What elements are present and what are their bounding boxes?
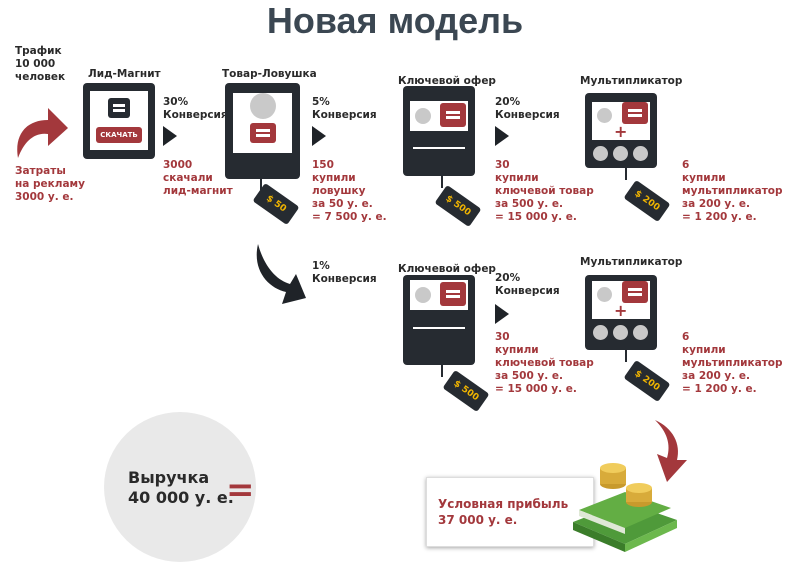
result-line: за 200 у. е. (682, 370, 751, 382)
expenses-line: 3000 у. е. (15, 191, 74, 203)
revenue-circle (104, 412, 256, 562)
key-offer-device (403, 275, 475, 365)
document-icon (108, 98, 130, 118)
price-tag: $ 200 (623, 179, 671, 223)
result-line: лид-магнит (163, 185, 233, 197)
trap-device (225, 83, 300, 179)
result-line: 3000 (163, 159, 193, 171)
curved-arrow-down-icon (655, 420, 687, 482)
conversion-label: Конверсия (312, 109, 377, 121)
conversion-label: Конверсия (312, 273, 377, 285)
conversion-label: Конверсия (163, 109, 228, 121)
traffic-line: человек (15, 71, 66, 83)
result-line: 6 (682, 331, 690, 343)
result-line: мультипликатор (682, 357, 783, 369)
conversion-percent: 30% (163, 96, 189, 108)
multiplier-device: + (585, 93, 657, 168)
revenue-value: 40 000 у. е. (128, 488, 234, 507)
result-line: = 15 000 у. е. (495, 211, 577, 223)
document-icon (440, 103, 466, 127)
result-line: 150 (312, 159, 334, 171)
arrow-right-icon (495, 126, 509, 146)
conversion-label: Конверсия (495, 285, 560, 297)
result-line: купили (495, 172, 539, 184)
conversion-percent: 20% (495, 272, 521, 284)
result-line: за 200 у. е. (682, 198, 751, 210)
result-line: мультипликатор (682, 185, 783, 197)
result-line: = 1 200 у. е. (682, 211, 757, 223)
trap-label: Товар-Ловушка (222, 68, 317, 80)
multiplier-label: Мультипликатор (580, 75, 683, 87)
result-line: купили (682, 172, 726, 184)
conversion-percent: 1% (312, 260, 330, 272)
profit-label: Условная прибыль (438, 497, 569, 511)
multiplier-label: Мультипликатор (580, 256, 683, 268)
conversion-percent: 20% (495, 96, 521, 108)
result-line: скачали (163, 172, 213, 184)
money-pile-icon (573, 463, 677, 552)
profit-box (426, 477, 594, 547)
result-line: купили (682, 344, 726, 356)
result-line: = 1 200 у. е. (682, 383, 757, 395)
revenue-label: Выручка (128, 468, 210, 487)
expenses-line: Затраты (15, 165, 66, 177)
traffic-line: 10 000 (15, 58, 56, 70)
result-line: 6 (682, 159, 690, 171)
profit-value: 37 000 у. е. (438, 513, 518, 527)
document-icon (622, 102, 648, 124)
result-line: купили (495, 344, 539, 356)
curved-arrow-down-icon (256, 244, 306, 304)
conversion-percent: 5% (312, 96, 330, 108)
price-tag: $ 50 (252, 182, 300, 226)
result-line: = 7 500 у. е. (312, 211, 387, 223)
key-offer-device (403, 86, 475, 176)
document-icon (622, 281, 648, 303)
key-offer-label: Ключевой офер (398, 263, 496, 275)
result-line: = 15 000 у. е. (495, 383, 577, 395)
result-line: 30 (495, 331, 510, 343)
price-tag: $ 500 (434, 184, 482, 228)
multiplier-device: + (585, 275, 657, 350)
result-line: за 50 у. е. (312, 198, 373, 210)
arrow-right-icon (163, 126, 177, 146)
result-line: за 500 у. е. (495, 198, 564, 210)
document-icon (440, 282, 466, 306)
lead-magnet-label: Лид-Магнит (88, 68, 161, 80)
result-line: ловушку (312, 185, 366, 197)
avatar-placeholder (250, 93, 276, 119)
conversion-label: Конверсия (495, 109, 560, 121)
result-line: 30 (495, 159, 510, 171)
plus-icon: + (614, 301, 628, 320)
key-offer-label: Ключевой офер (398, 75, 496, 87)
equals-sign: = (226, 470, 255, 510)
price-tag: $ 500 (442, 369, 490, 413)
result-line: купили (312, 172, 356, 184)
result-line: ключевой товар (495, 185, 594, 197)
lead-magnet-device: СКАЧАТЬ (83, 83, 155, 159)
result-line: за 500 у. е. (495, 370, 564, 382)
expenses-line: на рекламу (15, 178, 85, 190)
download-button: СКАЧАТЬ (96, 127, 142, 143)
price-tag: $ 200 (623, 359, 671, 403)
page-title: Новая модель (266, 0, 524, 41)
result-line: ключевой товар (495, 357, 594, 369)
document-icon (250, 123, 276, 143)
arrow-right-icon (312, 126, 326, 146)
arrow-right-icon (495, 304, 509, 324)
curved-arrow-icon (17, 108, 69, 158)
plus-icon: + (614, 122, 628, 141)
traffic-line: Трафик (15, 45, 62, 57)
